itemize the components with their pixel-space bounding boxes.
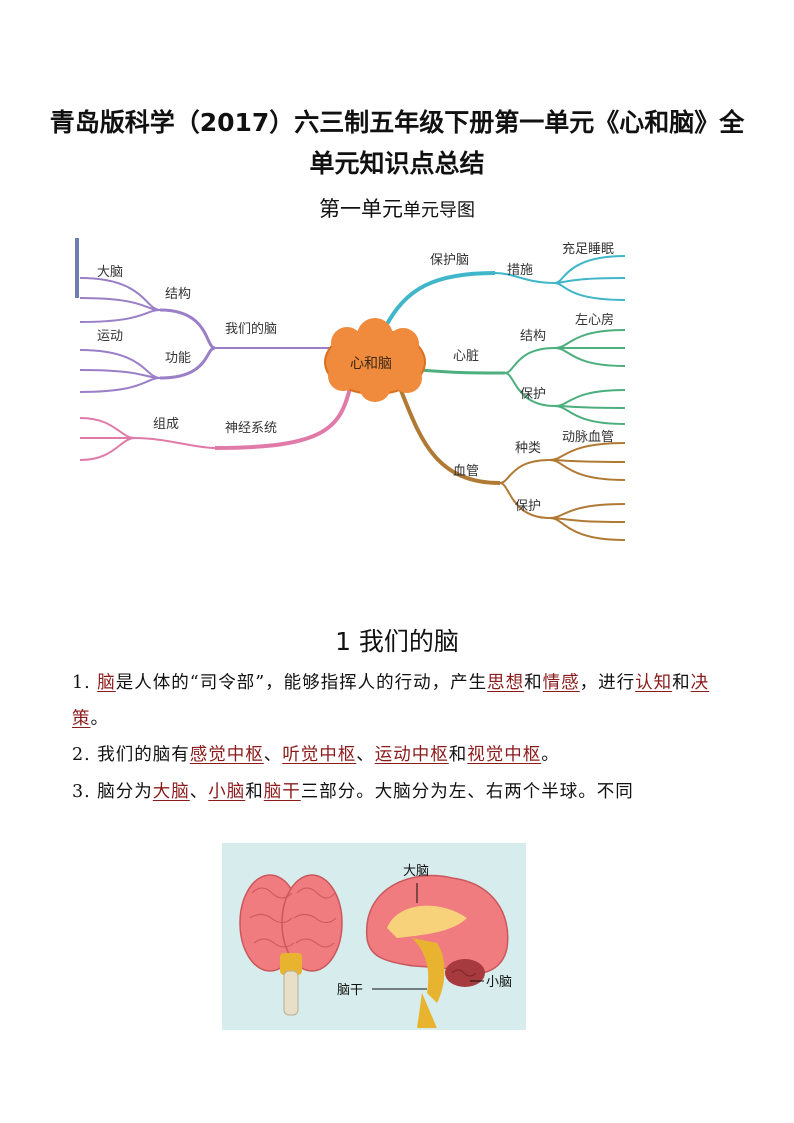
p3-number: 3. (72, 782, 98, 802)
p2-number: 2. (72, 745, 98, 765)
mm-function: 功能 (165, 351, 191, 366)
mm-protect-brain: 保护脑 (430, 253, 469, 268)
mm-artery: 动脉血管 (562, 430, 614, 445)
section-heading: 1 我们的脑 (335, 627, 459, 656)
p3-text-2: 和 (245, 782, 264, 802)
subtitle-unit: 第一单元 (319, 197, 403, 221)
unit-map-subtitle: 第一单元单元导图 (0, 193, 794, 223)
branch-nerve-system (79, 387, 352, 461)
p3-keyword-cerebellum: 小脑 (208, 782, 246, 802)
p1-text-2: 和 (524, 673, 543, 693)
label-cerebrum: 大脑 (403, 864, 429, 879)
branch-our-brain (79, 277, 330, 393)
p1-text-3: ，进行 (579, 673, 636, 693)
p2-keyword-auditory: 听觉中枢 (282, 745, 357, 765)
mm-our-brain: 我们的脑 (225, 321, 277, 337)
label-brainstem: 脑干 (337, 983, 363, 998)
mm-heart-structure: 结构 (520, 329, 546, 344)
brain-front-view (239, 874, 343, 1016)
document-title-line2: 单元知识点总结 (309, 149, 485, 178)
p1-keyword-brain: 脑 (97, 673, 116, 693)
p3-keyword-cerebrum: 大脑 (152, 782, 190, 802)
mm-enough-sleep: 充足睡眠 (562, 241, 614, 257)
mm-center: 心和脑 (350, 356, 392, 372)
p3-keyword-brainstem: 脑干 (263, 782, 301, 802)
mm-cerebrum: 大脑 (97, 265, 123, 280)
label-cerebellum: 小脑 (486, 975, 512, 990)
branch-heart (419, 329, 625, 425)
p2-keyword-motor: 运动中枢 (374, 745, 449, 765)
p2-text-2: 、 (356, 745, 375, 765)
subtitle-map: 单元导图 (403, 200, 475, 221)
p2-keyword-visual: 视觉中枢 (467, 745, 542, 765)
mm-vessel-types: 种类 (515, 441, 541, 456)
mm-heart-protect: 保护 (520, 387, 546, 402)
paragraph-3: 3. 脑分为大脑、小脑和脑干三部分。大脑分为左、右两个半球。不同 (72, 774, 722, 810)
paragraph-2: 2. 我们的脑有感觉中枢、听觉中枢、运动中枢和视觉中枢。 (72, 737, 722, 773)
p1-keyword-emotion: 情感 (542, 673, 580, 693)
p1-text-4: 和 (672, 673, 691, 693)
p1-text-5: 。 (90, 709, 109, 729)
mm-motion: 运动 (97, 329, 123, 344)
branch-protect-brain (383, 255, 625, 329)
p2-text-1: 、 (263, 745, 283, 765)
mm-heart: 心脏 (453, 349, 479, 364)
p1-keyword-thought: 思想 (487, 673, 525, 693)
mm-structure: 结构 (165, 287, 191, 302)
p3-text-1: 、 (189, 782, 209, 802)
branch-vessel (398, 387, 625, 541)
p1-keyword-cognition: 认知 (635, 673, 673, 693)
mm-left-atrium: 左心房 (575, 312, 614, 328)
mm-measures: 措施 (507, 263, 533, 278)
mm-vessel-protect: 保护 (515, 499, 541, 514)
p1-number: 1. (72, 673, 98, 693)
p1-keyword-decision: 决策 (72, 673, 710, 729)
brain-sagittal-view (366, 874, 509, 1028)
mm-nerve-system: 神经系统 (225, 421, 277, 436)
p2-keyword-sensory: 感觉中枢 (189, 745, 264, 765)
unit-mind-map: 我们的脑 结构 大脑 功能 运动 神经系统 组成 保护脑 措施 充足睡眠 (75, 238, 625, 541)
mm-vessel: 血管 (453, 464, 479, 479)
p3-text-3: 三部分。大脑分为左、右两个半球。不同 (300, 782, 634, 802)
p2-text-0: 我们的脑有 (97, 745, 190, 765)
brain-figure: 大脑 脑干 小脑 (222, 843, 526, 1030)
p1-text-1: 是人体的“司令部”，能够指挥人的行动，产生 (115, 673, 488, 693)
center-cloud (324, 318, 426, 402)
p2-text-3: 和 (448, 745, 468, 765)
p3-text-0: 脑分为 (97, 782, 153, 802)
document-title-line1: 青岛版科学（2017）六三制五年级下册第一单元《心和脑》全 (49, 108, 745, 137)
mm-composition: 组成 (153, 417, 179, 432)
p2-text-4: 。 (541, 745, 560, 765)
paragraph-1: 1. 脑是人体的“司令部”，能够指挥人的行动，产生思想和情感，进行认知和决策。 (72, 665, 722, 737)
image-edge-mark (75, 238, 79, 298)
